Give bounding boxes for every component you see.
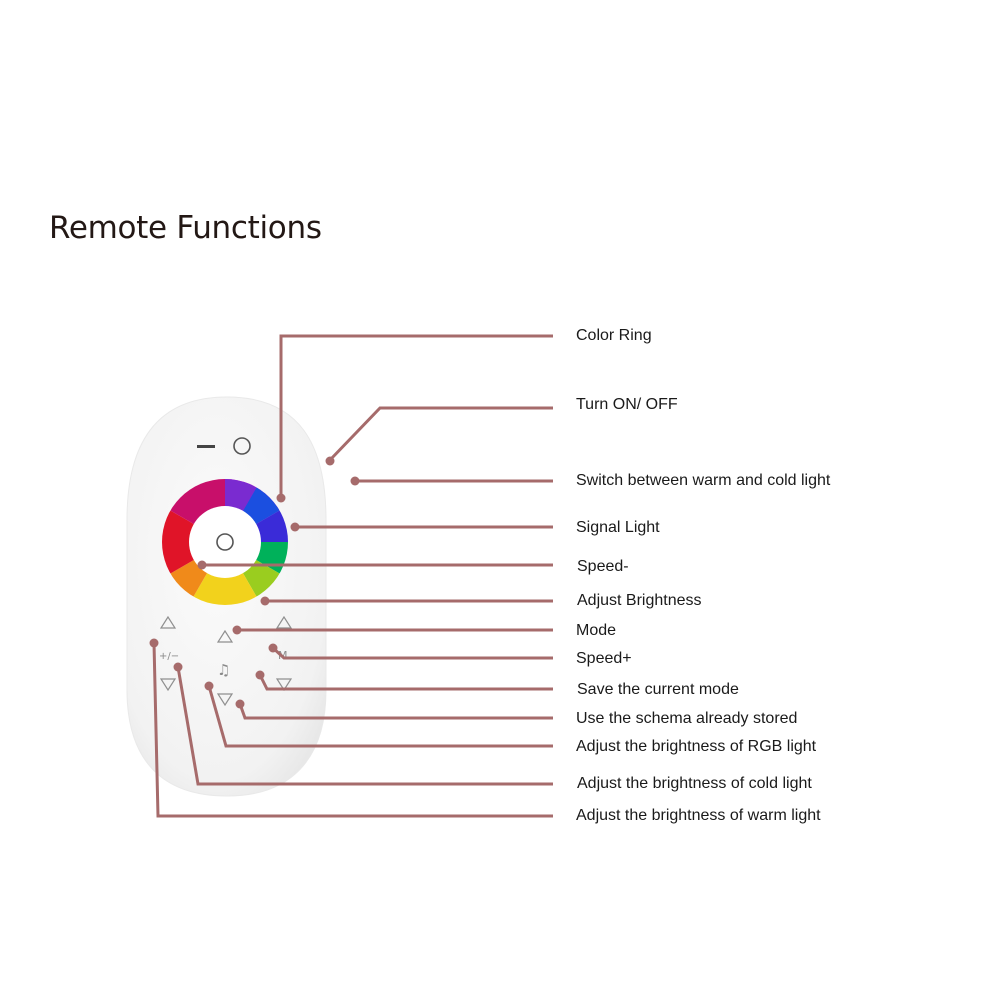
mode-up-arrow-icon[interactable] xyxy=(275,615,293,629)
callout-mode: Mode xyxy=(576,622,617,639)
warm-down-arrow-icon[interactable] xyxy=(159,678,177,692)
leader-turn-on-off xyxy=(328,406,553,462)
signal-light-icon xyxy=(216,533,234,551)
callout-color-ring: Color Ring xyxy=(576,327,652,344)
dot-switch-warm-cold xyxy=(350,476,360,486)
leader-save-current-mode xyxy=(258,674,553,691)
minus-icon[interactable] xyxy=(197,445,215,448)
power-circle-icon[interactable] xyxy=(233,437,251,455)
leader-speed-plus xyxy=(271,646,553,660)
mode-down-arrow-icon[interactable] xyxy=(275,678,293,692)
warm-up-arrow-icon[interactable] xyxy=(159,615,177,629)
dot-mode xyxy=(232,625,242,635)
callout-brightness-warm: Adjust the brightness of warm light xyxy=(576,807,821,824)
callout-save-current-mode: Save the current mode xyxy=(577,681,739,698)
leader-dots xyxy=(149,456,360,709)
dot-signal-light xyxy=(290,522,300,532)
callout-speed-plus: Speed+ xyxy=(576,650,632,667)
leader-brightness-rgb xyxy=(207,685,553,748)
plus-minus-icon[interactable]: +/− xyxy=(159,651,179,662)
callout-adjust-brightness: Adjust Brightness xyxy=(577,592,702,609)
leader-use-stored-schema xyxy=(238,703,553,720)
leader-lines xyxy=(152,334,553,818)
dot-brightness-cold xyxy=(173,662,183,672)
lower-buttons xyxy=(159,615,293,707)
callout-switch-warm-cold: Switch between warm and cold light xyxy=(576,472,831,489)
power-button-row xyxy=(197,437,251,455)
dot-brightness-rgb xyxy=(204,681,214,691)
callout-brightness-rgb: Adjust the brightness of RGB light xyxy=(576,738,817,755)
callout-signal-light: Signal Light xyxy=(576,519,660,536)
leader-brightness-warm xyxy=(152,642,553,818)
dot-color-ring xyxy=(276,493,286,503)
dot-save-current-mode xyxy=(255,670,265,680)
leader-brightness-cold xyxy=(176,666,553,786)
dot-adjust-brightness xyxy=(260,596,270,606)
ring-center xyxy=(189,506,261,578)
rgb-up-arrow-icon[interactable] xyxy=(216,629,234,643)
callout-turn-on-off: Turn ON/ OFF xyxy=(576,396,678,413)
dot-use-stored-schema xyxy=(235,699,245,709)
dot-speed-plus xyxy=(268,643,278,653)
dot-brightness-warm xyxy=(149,638,159,648)
music-note-icon[interactable]: ♫ xyxy=(217,661,230,679)
leader-color-ring xyxy=(279,334,553,497)
rgb-down-arrow-icon[interactable] xyxy=(216,693,234,707)
callout-use-stored-schema: Use the schema already stored xyxy=(576,710,798,727)
page-title: Remote Functions xyxy=(49,210,322,246)
callout-brightness-cold: Adjust the brightness of cold light xyxy=(577,775,812,792)
dot-speed-minus xyxy=(197,560,207,570)
dot-turn-on-off xyxy=(325,456,335,466)
callout-speed-minus: Speed- xyxy=(577,558,629,575)
